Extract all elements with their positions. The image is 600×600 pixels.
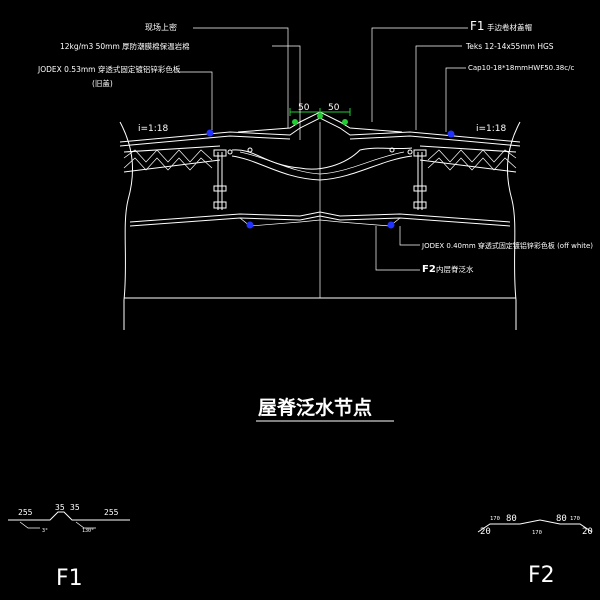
label-inner-panel: JODEX 0.40mm 穿透式固定镀铝锌彩色板 (off white) (421, 241, 593, 250)
fastener-markers (206, 108, 455, 229)
label-f1: F1 (470, 19, 485, 33)
f2-dim-5: 20 (480, 527, 491, 537)
inner-lining-sheet (129, 211, 511, 227)
f1-dim-1: 255 (18, 508, 33, 517)
f1-angle-right: 130° (82, 528, 94, 534)
insulation-right (419, 145, 517, 173)
label-f1-desc: 手边卷材盖帽 (487, 22, 532, 32)
insulation-left (123, 145, 221, 173)
label-insulation: 12kg/m3 50mm 厚防潮膜棉保温岩棉 (60, 41, 190, 51)
detail-f1: 255 35 35 255 3° 130° F1 (8, 503, 130, 591)
f1-dim-4: 255 (104, 508, 119, 517)
label-teks: Teks 12-14x55mm HGS (465, 42, 554, 51)
f2-dim-2: 80 (506, 514, 517, 524)
label-dim-50-left: 50 (298, 103, 310, 113)
detail-f2: 170 80 80 170 20 20 170 F2 (477, 514, 593, 588)
label-dim-50-right: 50 (328, 103, 340, 113)
label-f2: F2 (422, 264, 436, 275)
label-slope-left: i=1:18 (138, 124, 169, 134)
label-site-sealant: 现场上密 (145, 22, 177, 32)
drawing-title: 屋脊泛水节点 (258, 396, 372, 419)
f2-dim-4: 170 (570, 516, 580, 522)
detail-f2-label: F2 (528, 563, 555, 588)
f2-dim-7: 170 (532, 530, 542, 536)
purlin-posts (213, 147, 427, 210)
f1-dim-3: 35 (70, 503, 80, 512)
insulation-center (231, 147, 413, 181)
f2-dim-3: 80 (556, 514, 567, 524)
section-outline (119, 121, 521, 330)
f1-angle-left: 3° (42, 528, 48, 534)
label-purlin: Cap10-18*18mmHWF50.38c/c (468, 64, 574, 72)
label-outer-panel: JODEX 0.53mm 穿透式固定镀铝锌彩色板 (37, 64, 181, 74)
label-f2-desc: 内层脊泛水 (436, 264, 474, 274)
label-outer-panel-note: (旧盖) (92, 78, 113, 88)
f2-dim-6: 20 (582, 527, 593, 537)
f1-dim-2: 35 (55, 503, 65, 512)
leader-lines (178, 27, 468, 271)
label-slope-right: i=1:18 (476, 124, 507, 134)
f2-dim-1: 170 (490, 516, 500, 522)
detail-f1-label: F1 (56, 566, 83, 591)
